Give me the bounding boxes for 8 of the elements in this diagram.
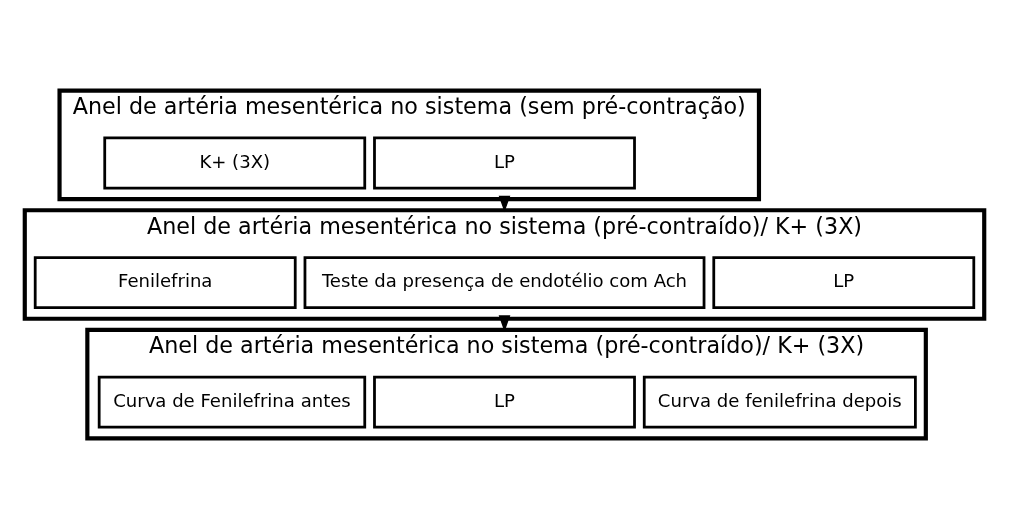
node-box: LP xyxy=(373,136,636,190)
node-box: Teste da presença de endotélio com Ach xyxy=(303,256,706,309)
node-box: Curva de Fenilefrina antes xyxy=(97,375,367,429)
node-box: LP xyxy=(712,256,976,309)
node-box: LP xyxy=(373,375,636,429)
node-box: Fenilefrina xyxy=(33,256,297,309)
node-box: K+ (3X) xyxy=(103,136,367,190)
node-box: Curva de fenilefrina depois xyxy=(642,375,917,429)
